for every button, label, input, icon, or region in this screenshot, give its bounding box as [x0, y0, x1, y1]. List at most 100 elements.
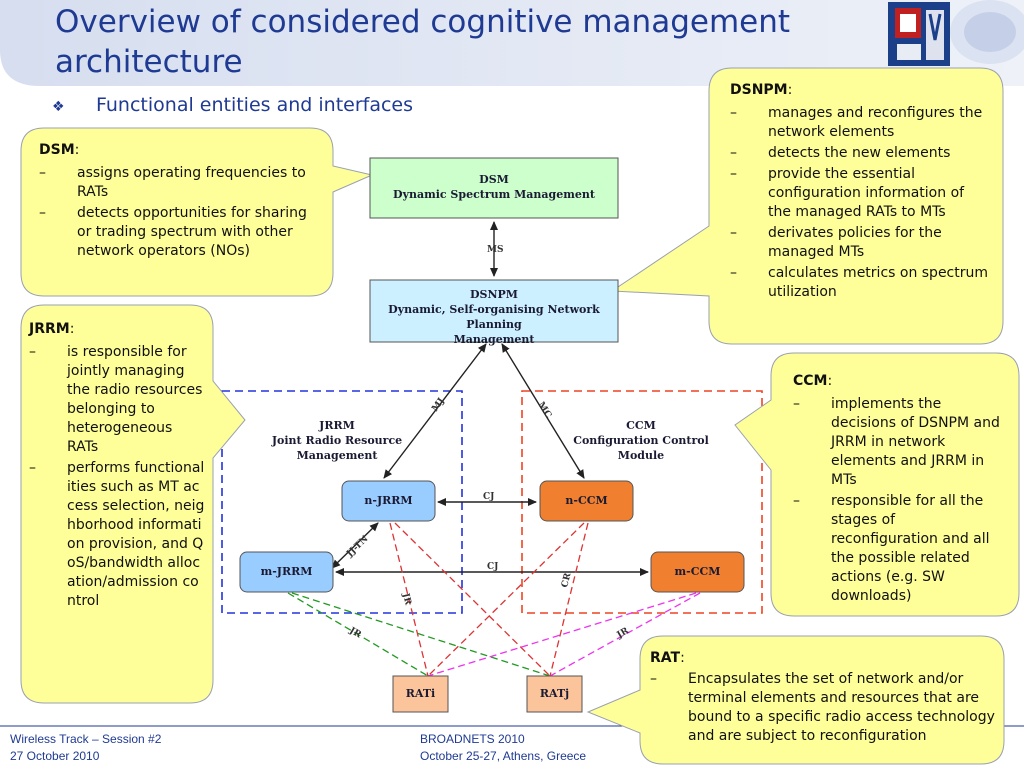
callout-dsnpm-head: DSNPM [730, 82, 788, 98]
ccm-area-label: CCM Configuration Control Module [566, 418, 716, 463]
n-jrrm-box [341, 480, 436, 522]
n-ccm-box [539, 480, 634, 522]
callout-rat-list: –Encapsulates the set of network and/or … [650, 670, 995, 746]
list-item: –derivates policies for the managed MTs [730, 225, 942, 260]
m-ccm-box [650, 551, 745, 593]
footer-date: 27 October 2010 [10, 749, 100, 763]
bullet-text: Functional entities and interfaces [96, 94, 414, 116]
callout-ccm [734, 352, 1020, 617]
list-item: –manages and reconfigures the network el… [730, 105, 983, 140]
dsnpm-box-title: DSNPM [470, 288, 518, 301]
callout-dsm-list: –assigns operating frequencies to RATs –… [39, 164, 319, 261]
list-item-text: detects opportunities for sharing or tra… [77, 205, 307, 259]
list-item-text: derivates policies for the managed MTs [768, 225, 942, 260]
ccm-area-title: CCM [626, 419, 656, 432]
list-item-text: detects the new elements [768, 145, 951, 161]
footer-session: Wireless Track – Session #2 [10, 732, 162, 746]
mc-label: MC [535, 400, 553, 420]
rat-j-box [526, 675, 583, 713]
footer-conference: BROADNETS 2010 [420, 732, 525, 746]
bullet-item: ❖ Functional entities and interfaces [52, 94, 413, 116]
dsm-box-title: DSM [479, 173, 509, 186]
jrrm-area-label: JRRM Joint Radio Resource Management [262, 418, 412, 463]
list-item-text: manages and reconfigures the network ele… [768, 105, 983, 140]
mj-link [383, 343, 487, 479]
callout-jrrm [20, 304, 246, 704]
callout-dsnpm [610, 67, 1004, 345]
callout-ccm-list: –implements the decisions of DSNPM and J… [793, 395, 1005, 606]
list-item-text: assigns operating frequencies to RATs [77, 165, 306, 200]
jrrm-area-sub2: Management [296, 449, 378, 462]
callout-ccm-heading: CCM: [793, 373, 833, 389]
list-item: –detects opportunities for sharing or tr… [39, 205, 307, 259]
list-item: –Encapsulates the set of network and/or … [650, 671, 995, 744]
diamond-bullet-icon: ❖ [52, 99, 65, 115]
callout-jrrm-heading: JRRM: [29, 321, 75, 337]
callout-dsnpm-heading: DSNPM: [730, 82, 793, 98]
list-item: –provide the essential configuration inf… [730, 166, 965, 220]
callout-rat-head: RAT [650, 650, 681, 666]
m-ccm-label: m-CCM [674, 565, 721, 578]
callout-rat [586, 635, 1005, 765]
list-item: –performs functionalities such as MT acc… [29, 460, 205, 609]
callout-dsnpm-text: DSNPM: –manages and reconfigures the net… [730, 81, 988, 304]
callout-dsnpm-list: –manages and reconfigures the network el… [730, 104, 988, 302]
callout-ccm-text: CCM: –implements the decisions of DSNPM … [793, 372, 1005, 608]
jjtn-link [331, 522, 379, 569]
cj-label-upper: CJ [483, 492, 494, 502]
jr-link-mccm-rati [427, 592, 697, 677]
dsnpm-box-subtitle-1: Dynamic, Self-organising Network Plannin… [388, 303, 600, 331]
dsnpm-box-subtitle-2: Management [453, 333, 535, 346]
jr-link-mccm-ratj [549, 592, 701, 677]
footer-left: Wireless Track – Session #2 27 October 2… [10, 731, 161, 765]
list-item: –calculates metrics on spectrum utilizat… [730, 265, 989, 300]
list-item-text: implements the decisions of DSNPM and JR… [831, 396, 1000, 488]
slide-title: Overview of considered cognitive managem… [55, 4, 791, 80]
callout-jrrm-head: JRRM [29, 321, 70, 337]
list-item: –responsible for all the stages of recon… [793, 493, 990, 604]
dsnpm-box-label: DSNPM Dynamic, Self-organising Network P… [370, 287, 618, 347]
jjtn-label: JJ-TN [344, 534, 370, 560]
jr-link-njrrm-rati [389, 522, 429, 677]
footer-middle: BROADNETS 2010 October 25-27, Athens, Gr… [420, 731, 586, 765]
rat-i-label: RATi [405, 687, 436, 700]
list-item: –is responsible for jointly managing the… [29, 344, 203, 455]
ccm-area-sub2: Module [617, 449, 665, 462]
callout-rat-heading: RAT: [650, 650, 685, 666]
callout-dsm [20, 127, 374, 297]
rat-i-box [392, 675, 449, 713]
m-jrrm-label: m-JRRM [260, 565, 313, 578]
jr-link-mjrrm-rati [287, 592, 429, 677]
callout-jrrm-list: –is responsible for jointly managing the… [29, 343, 207, 611]
footer-location: October 25-27, Athens, Greece [420, 749, 587, 763]
dsm-box-label: DSM Dynamic Spectrum Management [370, 172, 618, 202]
list-item-text: responsible for all the stages of reconf… [831, 493, 990, 604]
list-item-text: performs functionalities such as MT acce… [67, 460, 205, 609]
cj-label-lower: CJ [487, 562, 498, 572]
jr-link-njrrm-ratj [394, 522, 551, 677]
jr-label-green: JR [347, 625, 363, 640]
dsm-box [369, 157, 619, 219]
list-item-text: Encapsulates the set of network and/or t… [688, 671, 995, 744]
ms-label: MS [487, 245, 503, 255]
list-item: –assigns operating frequencies to RATs [39, 165, 306, 200]
dsm-box-subtitle: Dynamic Spectrum Management [393, 188, 595, 201]
m-jrrm-box [239, 551, 334, 593]
university-logo-icon [888, 0, 1024, 66]
n-jrrm-label: n-JRRM [364, 494, 413, 507]
callout-jrrm-text: JRRM: –is responsible for jointly managi… [29, 320, 207, 613]
jrrm-area-sub1: Joint Radio Resource [271, 434, 403, 447]
jr-link-mjrrm-ratj [291, 592, 551, 677]
rat-j-label: RATj [539, 687, 570, 700]
cr-link-nccm-rati [427, 522, 585, 677]
ccm-area-sub1: Configuration Control [573, 434, 709, 447]
list-item-text: provide the essential configuration info… [768, 166, 965, 220]
list-item: –implements the decisions of DSNPM and J… [793, 396, 1000, 488]
callout-dsm-text: DSM: –assigns operating frequencies to R… [39, 141, 319, 263]
callout-dsm-heading: DSM: [39, 142, 80, 158]
dsnpm-box [369, 279, 619, 343]
jrrm-area-title: JRRM [319, 419, 355, 432]
callout-rat-text: RAT: –Encapsulates the set of network an… [650, 649, 995, 748]
